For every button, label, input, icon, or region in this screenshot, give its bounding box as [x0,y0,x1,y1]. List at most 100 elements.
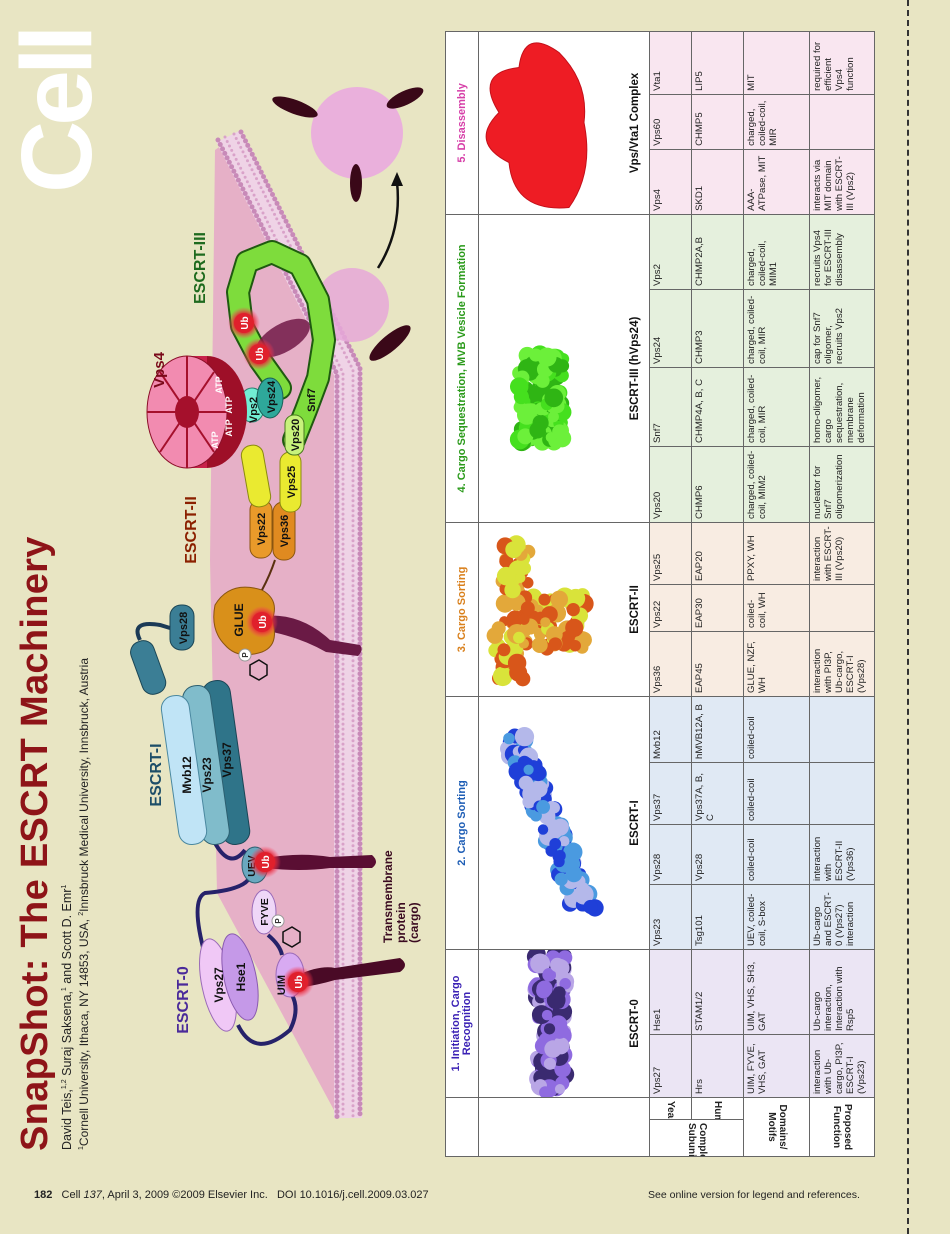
structure-atom [559,978,572,990]
structure-atom [496,566,516,586]
structure-cell: ESCRT-II [478,522,650,697]
affiliations: 1Cornell University, Ithaca, NY 14853, U… [77,658,91,1150]
cell-function: cap for Snf7 oligomer, recruits Vps2 [809,289,875,368]
structure-atom [565,618,584,637]
structure-atom [539,1086,552,1097]
row-label-human-text: Human [712,1101,723,1120]
cargo-label: Transmembrane [381,850,395,943]
structure-atom [505,639,524,658]
row-label-complex-subunits: Complex Subunits [649,1119,744,1157]
complex-name: ESCRT-III (hVps24) [629,316,641,421]
ubiquitin-icon [228,307,260,339]
free-vesicle [311,87,403,179]
cargo-label: protein [394,902,408,943]
cell-domains: UEV, coiled-coil, S-box [743,884,810,950]
atp-label: ATP [224,419,234,436]
cell-domains: charged, coiled-coil, MIR [743,289,810,368]
cell-function [809,696,875,763]
cell-yeast: Vps37 [649,762,692,825]
ubiquitin-icon [243,338,275,370]
structure-atom [522,605,533,616]
structure-atom [497,643,511,657]
vps2-label: Vps2 [248,397,260,423]
journal-name: Cell [61,1189,81,1201]
ubiquitin-icon [246,606,278,638]
ub-label: Ub [258,615,269,628]
cell-human: Vps28 [691,824,744,885]
page-title: SnapShot: The ESCRT Machinery [14,536,56,1151]
cell-domains: charged, coiled-coil, MIR [743,367,810,447]
structure-atom [486,627,504,644]
cell-domains: PPXY, WH [743,522,810,585]
row-label-human: Human [691,1097,744,1120]
stage-title-3: 3. Cargo Sorting [445,522,479,697]
rotated-page: Cell SnapShot: The ESCRT Machinery David… [0,15,900,1175]
cargo-protein [265,854,376,870]
vps24 [256,377,284,419]
escrt0-label: ESCRT-0 [175,966,192,1034]
structure-atom [514,727,535,747]
structure-atom [528,385,547,404]
row-label-complex-subunits-text: Complex Subunits [685,1123,708,1157]
fyve [251,889,277,935]
cargo-tail [272,96,318,118]
structure-atom [523,764,534,775]
complex-name: ESCRT-II [629,585,641,634]
structure-atom [550,957,565,973]
cell-function: Ub-cargo and ESCRT-0 (Vps27) interaction [809,884,875,950]
structure-atom [554,872,568,886]
structure-atom [513,389,529,405]
hse1 [221,933,259,1021]
cell-function: nucleator for Snf7 oligomerization [809,446,875,523]
structure-atom [508,762,527,781]
doi[interactable]: DOI 10.1016/j.cell.2009.03.027 [276,1189,429,1201]
row-label-yeast: Yeast [649,1097,692,1120]
cell-domains: coiled-coil [743,824,810,885]
mvb12-rod [160,694,208,846]
cell-yeast: Vps25 [649,522,692,585]
cargo-protein [298,958,405,988]
vps27-label: Vps27 [212,967,226,1003]
cell-yeast: Snf7 [649,367,692,447]
cargo-protein [262,615,362,656]
cell-yeast: Mvb12 [649,696,692,763]
cell-domains: AAA-ATPase, MIT [743,149,810,215]
stage-title-1: 1. Initiation, Cargo Recognition [445,949,479,1098]
cell-function: interaction with Ub-cargo, PI3P, ESCRT-I… [809,1034,875,1098]
ub-label: Ub [261,855,272,868]
cargo-label: (cargo) [407,902,421,943]
phosphate-label: P [241,652,250,658]
cell-yeast: Vps60 [649,94,692,150]
cell-yeast: Vps20 [649,446,692,523]
cell-domains: UIM, FYVE, VHS, GAT [743,1034,810,1098]
cell-domains: coiled-coil [743,696,810,763]
affiliation: Cornell University, Ithaca, NY 14853, US… [77,915,91,1147]
structure-atom [543,1057,556,1070]
vps22-label: Vps22 [256,513,268,545]
protein-structure-image [486,535,594,687]
cell-function [809,94,875,150]
structure-atom [503,732,515,745]
structure-atom [504,581,521,599]
phosphate-label: P [274,918,283,924]
cell-function: interacts via MIT domain with ESCRT-III … [809,149,875,215]
structure-atom [549,837,562,850]
cell-human: hMVB12A, B [691,696,744,763]
cell-domains: UIM, VHS, SH3, GAT [743,949,810,1035]
stage-title-2: 2. Cargo Sorting [445,696,479,950]
cell-function: interaction with PI3P, Ub-cargo, ESCRT-I… [809,631,875,697]
structure-atom [553,997,565,1009]
structure-atom [565,865,583,883]
cell-function: recruits Vps4 for ESCRT-III disassembly [809,214,875,290]
glue-label: GLUE [232,603,246,636]
release-arrow [376,181,400,269]
structure-atom [538,593,551,606]
phosphate-icon [271,914,285,928]
vps23-label: Vps23 [200,757,214,793]
phosphate-icon [238,648,252,662]
structure-surface [485,42,588,209]
blank-cell [445,1097,479,1157]
